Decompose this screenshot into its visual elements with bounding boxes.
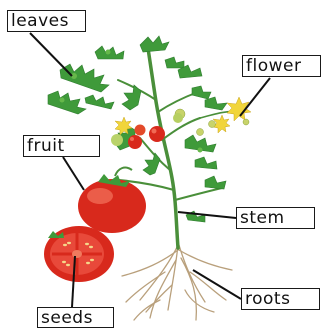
leader-fruit xyxy=(63,157,84,190)
leader-flower xyxy=(240,78,270,116)
label-seeds: seeds xyxy=(37,307,114,328)
cut-tomato xyxy=(44,226,114,282)
leader-leaves xyxy=(30,33,72,76)
fruit xyxy=(78,168,146,233)
label-stem: stem xyxy=(236,207,315,229)
label-roots: roots xyxy=(241,288,320,310)
label-fruit: fruit xyxy=(23,135,100,157)
label-leaves: leaves xyxy=(7,10,86,32)
label-flower: flower xyxy=(242,55,321,77)
